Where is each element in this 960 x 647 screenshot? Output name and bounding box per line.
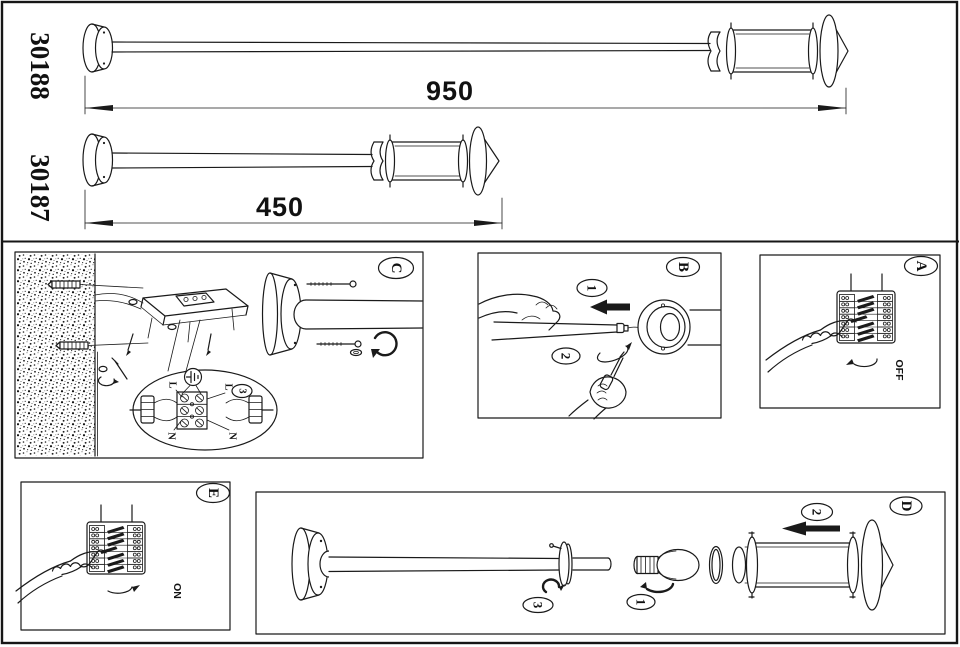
panel-e: ON E	[15, 481, 231, 631]
gasket-ring-icon	[708, 545, 724, 585]
supply-wire	[94, 293, 144, 304]
dim-arrow-right	[818, 105, 846, 111]
panel-badge: C	[377, 256, 415, 280]
supply-wire	[94, 300, 142, 310]
wall-flange	[82, 23, 114, 73]
wall-flange-side	[291, 527, 330, 601]
panel-badge: E	[195, 482, 231, 504]
terminal-block	[176, 391, 208, 430]
step-1-label: 1	[634, 599, 649, 606]
step-1-label: 1	[585, 285, 600, 292]
circuit-breaker-icon	[837, 291, 895, 343]
grub-screw-icon	[549, 543, 554, 548]
panel-label-e: E	[205, 488, 221, 498]
length-label-950: 950	[426, 76, 474, 106]
screwdriver-icon	[599, 351, 625, 391]
dim-arrow-left	[85, 105, 113, 111]
flange-screw-icon	[316, 340, 362, 348]
lantern-head	[707, 14, 849, 88]
washer-icon	[349, 348, 363, 357]
pole	[491, 321, 629, 341]
flip-arrow-icon	[846, 358, 878, 368]
dimension-450: 450	[84, 189, 503, 230]
fixing-screw-icon	[126, 333, 134, 356]
screw-head-icon	[128, 298, 138, 306]
pole	[111, 41, 711, 53]
hand-icon	[478, 293, 561, 331]
flange-screw-icon	[306, 280, 357, 288]
rotation-arrow-icon	[596, 342, 632, 363]
terminal-block-top	[175, 292, 215, 307]
wire-count-label: 3	[237, 388, 248, 393]
wall-flange-side	[261, 272, 423, 356]
direction-arrow-icon	[782, 521, 840, 536]
screw-head-icon	[167, 323, 177, 331]
dim-arrow-right	[474, 220, 502, 226]
bulb-icon	[633, 548, 700, 582]
direction-arrow-icon	[590, 299, 630, 315]
cable-clamp-icon	[140, 395, 155, 424]
pole	[328, 556, 561, 573]
panel-label-d: D	[898, 501, 914, 512]
lantern-assembly	[731, 519, 894, 611]
panel-c: C	[14, 251, 424, 459]
step-badge: 3	[522, 596, 554, 614]
locking-ring	[549, 541, 573, 587]
rotation-arrow-icon	[371, 331, 398, 358]
panel-label-b: B	[675, 262, 691, 272]
hand-icon	[568, 376, 627, 420]
terminal-label-neutral-left: N	[166, 432, 177, 440]
panel-label-c: C	[388, 263, 404, 274]
step-2-label: 2	[810, 509, 825, 516]
product-code-30188: 30188	[25, 32, 55, 100]
power-state-label: ON	[171, 583, 183, 599]
product-30187-drawing: 30187	[25, 126, 503, 230]
power-state-label: OFF	[893, 360, 905, 382]
step-3-label: 3	[531, 602, 546, 609]
earth-ground-icon	[183, 367, 203, 387]
terminal-label-neutral-right: N	[227, 432, 238, 440]
terminal-label-live-left: L	[167, 381, 178, 388]
panel-label-a: A	[913, 261, 929, 272]
panel-a: OFF A	[759, 254, 941, 409]
step-badge: 1	[626, 593, 656, 611]
length-label-450: 450	[256, 192, 304, 222]
terminal-detail: L L N N 3	[129, 367, 278, 451]
wall-anchor-icon	[47, 280, 144, 289]
product-code-30187: 30187	[25, 154, 55, 222]
rotation-arrow-icon	[541, 578, 565, 594]
step-badge: 2	[800, 502, 834, 522]
panel-badge: D	[889, 496, 923, 516]
mounting-plate	[126, 288, 249, 356]
wire-count-badge: 3	[231, 383, 253, 399]
lantern-head	[370, 126, 500, 196]
pole	[111, 152, 373, 169]
rotation-arrow-icon	[640, 582, 675, 594]
circuit-breaker-icon	[87, 522, 145, 574]
terminal-label-live-right: L	[223, 383, 234, 390]
panel-badge: A	[903, 255, 939, 277]
cable-clamp-icon	[248, 395, 263, 424]
step-badge: 1	[576, 278, 608, 298]
fixing-screw-icon	[206, 333, 212, 356]
step-2-label: 2	[559, 353, 574, 360]
panel-d: 3 1	[255, 491, 946, 635]
panel-badge: B	[665, 256, 701, 278]
screw-rotation-icon	[97, 357, 128, 387]
flip-arrow-icon	[107, 585, 140, 594]
panel-b: 1 2	[477, 252, 722, 420]
wall-anchor-icon	[55, 341, 149, 350]
product-30188-drawing: 30188	[25, 14, 849, 115]
dimension-950: 950	[84, 75, 847, 115]
wall-flange	[82, 133, 114, 187]
pole-stub	[572, 557, 612, 571]
dim-arrow-left	[85, 220, 113, 226]
step-badge: 2	[551, 347, 581, 365]
wall-flange-front	[637, 299, 721, 355]
pole-end-cap	[616, 322, 625, 334]
